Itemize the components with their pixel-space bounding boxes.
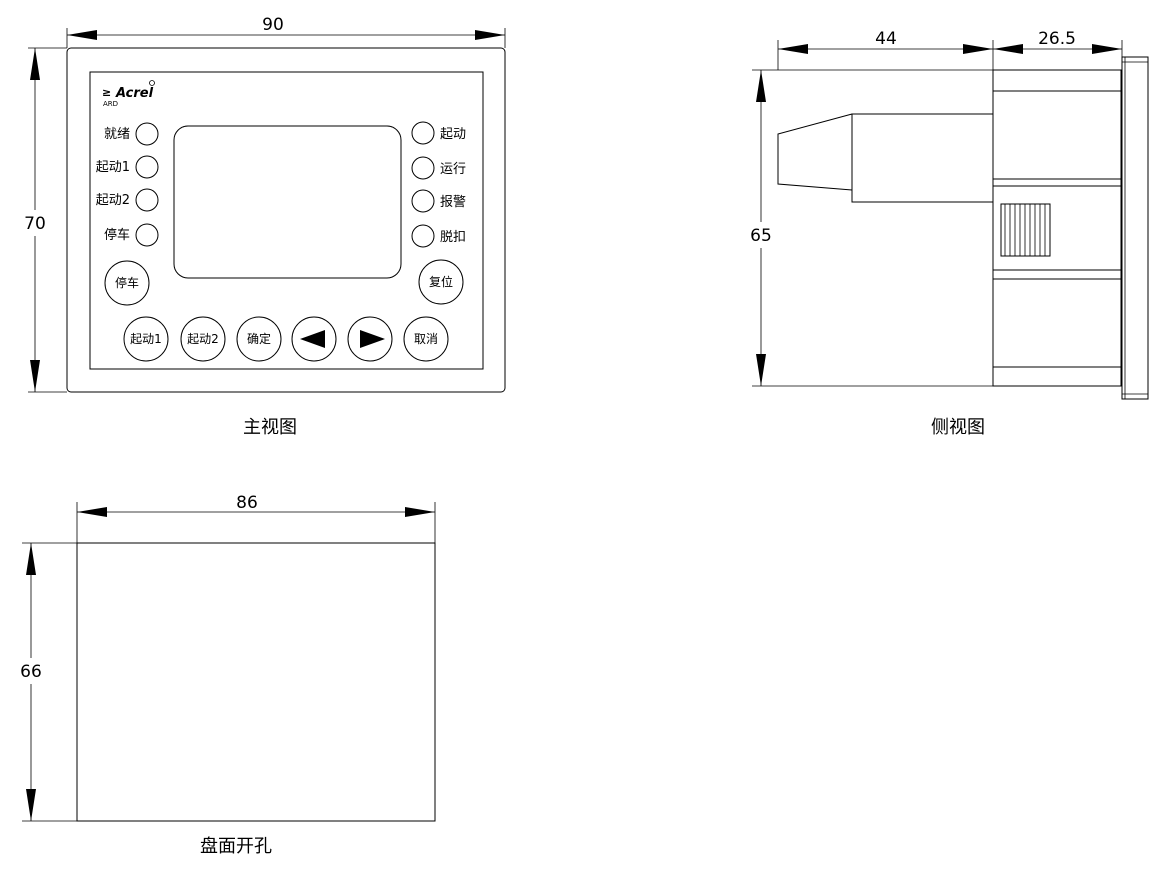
indicator-label: 起动1 xyxy=(96,160,130,175)
button-label: 取消 xyxy=(414,332,438,346)
acrel-logo: ≥ Acrel ARD xyxy=(102,80,155,108)
cutout-height-dim: 66 xyxy=(20,662,42,682)
side-depth-dim: 44 xyxy=(875,29,897,49)
indicator-led xyxy=(411,156,435,180)
button-label: 起动2 xyxy=(187,332,219,346)
indicator-label: 报警 xyxy=(440,194,466,210)
arrow-down xyxy=(26,789,36,821)
front-view-caption: 主视图 xyxy=(243,417,297,438)
side-view-caption: 侧视图 xyxy=(931,417,985,438)
connector-plug xyxy=(777,113,853,191)
logo-mark-icon: ≥ xyxy=(102,86,111,99)
stop-button-ring[interactable] xyxy=(104,260,150,306)
side-height-dim: 65 xyxy=(750,226,772,246)
arrow-up xyxy=(756,70,766,102)
arrow-right xyxy=(963,44,993,54)
stop-button-label: 停车 xyxy=(115,275,139,290)
triangle-left-icon xyxy=(300,330,325,348)
body-outline xyxy=(992,69,1122,387)
indicator-label: 脱扣 xyxy=(440,230,466,245)
indicator-label: 就绪 xyxy=(104,127,130,142)
button-ring[interactable] xyxy=(123,316,169,362)
mounting-clip xyxy=(1000,203,1051,257)
logo-sub: ARD xyxy=(103,100,118,108)
cutout-width-dim: 86 xyxy=(236,493,258,513)
indicator-led xyxy=(135,122,159,146)
cutout-rect xyxy=(76,542,436,822)
reset-button-ring[interactable] xyxy=(418,259,464,305)
indicator-label: 起动 xyxy=(440,127,466,142)
arrow-up xyxy=(26,543,36,575)
arrow-up xyxy=(30,48,40,80)
registered-icon xyxy=(149,80,155,86)
indicator-label: 运行 xyxy=(440,162,466,177)
indicator-led xyxy=(411,121,435,145)
arrow-left xyxy=(77,507,107,517)
bottom-buttons: 起动1 起动2 确定 取消 xyxy=(123,316,449,362)
left-indicators: 就绪 起动1 起动2 停车 xyxy=(96,122,159,247)
reset-button[interactable]: 复位 xyxy=(418,259,464,305)
reset-button-label: 复位 xyxy=(429,274,453,289)
front-height-dim: 70 xyxy=(24,214,46,234)
dim-bg xyxy=(20,210,50,236)
start1-button[interactable]: 起动1 xyxy=(123,316,169,362)
arrow-right xyxy=(1092,44,1122,54)
cutout-view: 86 66 盘面开孔 xyxy=(14,493,436,857)
front-panel-inner xyxy=(89,71,484,370)
indicator-led xyxy=(135,223,159,247)
button-ring[interactable] xyxy=(236,316,282,362)
clip-outline xyxy=(1000,203,1051,257)
indicator-label: 起动2 xyxy=(96,193,130,208)
indicator-led xyxy=(135,155,159,179)
button-ring[interactable] xyxy=(403,316,449,362)
triangle-right-icon xyxy=(360,330,385,348)
cancel-button[interactable]: 取消 xyxy=(403,316,449,362)
front-panel-outer xyxy=(66,47,506,393)
indicator-label: 停车 xyxy=(104,227,130,243)
indicator-led xyxy=(411,189,435,213)
arrow-right xyxy=(405,507,435,517)
button-ring[interactable] xyxy=(291,316,337,362)
arrow-left xyxy=(778,44,808,54)
right-indicators: 起动 运行 报警 脱扣 xyxy=(411,121,466,248)
terminal-block xyxy=(851,113,994,203)
arrow-down xyxy=(30,360,40,392)
stop-button[interactable]: 停车 xyxy=(104,260,150,306)
right-arrow-button[interactable] xyxy=(347,316,393,362)
indicator-led xyxy=(411,224,435,248)
front-bezel xyxy=(1121,56,1149,400)
start2-button[interactable]: 起动2 xyxy=(180,316,226,362)
cutout-caption: 盘面开孔 xyxy=(200,836,272,857)
front-view: 90 70 ≥ Acrel ARD 就绪 起动1 起动2 停车 xyxy=(20,15,506,438)
button-label: 起动1 xyxy=(130,332,162,346)
indicator-led xyxy=(135,188,159,212)
side-panel-dim: 26.5 xyxy=(1038,29,1076,49)
arrow-left xyxy=(67,30,97,40)
left-arrow-button[interactable] xyxy=(291,316,337,362)
logo-brand: Acrel xyxy=(115,86,154,101)
arrow-right xyxy=(475,30,505,40)
confirm-button[interactable]: 确定 xyxy=(236,316,282,362)
front-width-dim: 90 xyxy=(262,15,284,35)
arrow-left xyxy=(993,44,1023,54)
button-ring[interactable] xyxy=(180,316,226,362)
button-ring[interactable] xyxy=(347,316,393,362)
lcd-screen xyxy=(173,125,402,279)
dim-bg xyxy=(744,222,778,248)
side-view: 44 26.5 65 xyxy=(744,29,1149,438)
dim-bg xyxy=(14,658,48,684)
arrow-down xyxy=(756,354,766,386)
button-label: 确定 xyxy=(247,331,271,346)
